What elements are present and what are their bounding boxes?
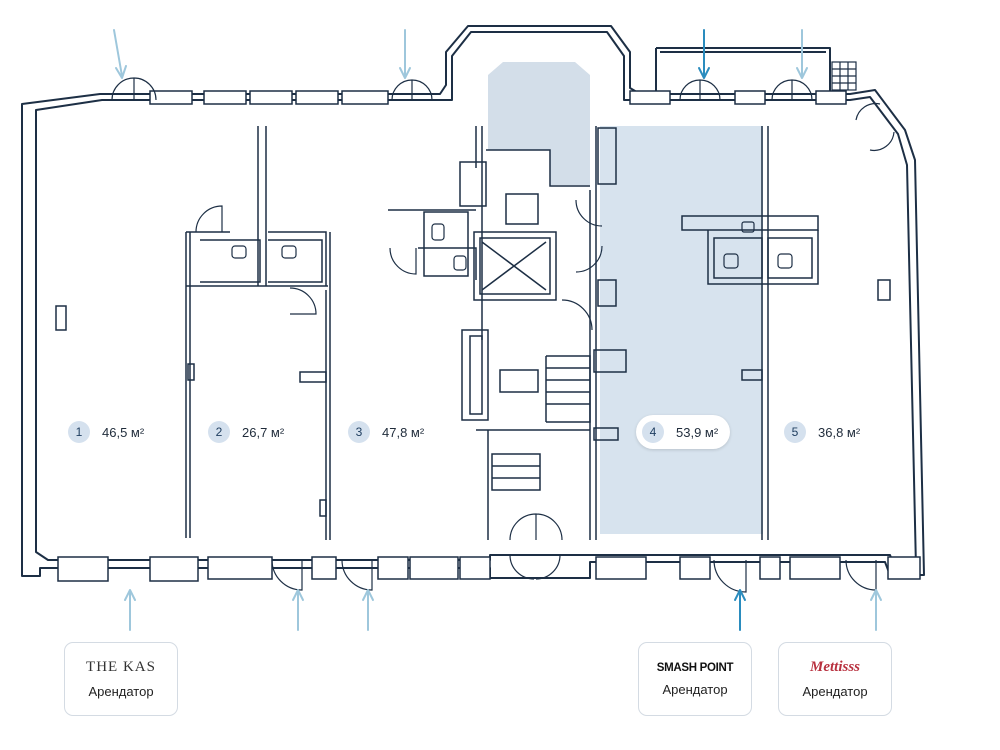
unit-area: 36,8 м² (818, 424, 861, 440)
unit-number-badge: 5 (784, 421, 806, 443)
unit-number-badge: 4 (642, 421, 664, 443)
stair-core-fill (488, 62, 590, 185)
shaded-areas (488, 62, 763, 534)
exterior-stair (831, 61, 857, 91)
unit-area: 47,8 м² (382, 424, 425, 440)
unit-1-label[interactable]: 1 46,5 м² (62, 415, 156, 449)
tenant-role: Арендатор (88, 684, 154, 699)
tenant-logo: Mettisss (809, 659, 860, 675)
tenant-card-the-kas[interactable]: THE KAS Арендатор (64, 642, 178, 716)
toilet-fixtures (231, 221, 793, 271)
unit-2-label[interactable]: 2 26,7 м² (202, 415, 296, 449)
unit-number-badge: 1 (68, 421, 90, 443)
tenant-card-mettisss[interactable]: Mettisss Арендатор (778, 642, 892, 716)
partitions (55, 126, 891, 540)
tenant-role: Арендатор (662, 681, 728, 697)
unit-4-selected-fill[interactable] (600, 126, 763, 534)
unit-area: 46,5 м² (102, 424, 145, 440)
unit-area: 26,7 м² (242, 424, 285, 440)
tenant-logo: THE KAS (86, 659, 156, 675)
unit-3-label[interactable]: 3 47,8 м² (342, 415, 436, 449)
windows (57, 90, 921, 582)
unit-number-badge: 2 (208, 421, 230, 443)
entrance-arrows (113, 29, 882, 631)
tenant-logo: SMASH POINT (656, 661, 734, 674)
unit-area: 53,9 м² (676, 424, 719, 440)
tenant-card-smash-point[interactable]: SMASH POINT Арендатор (638, 642, 752, 716)
unit-5-label[interactable]: 5 36,8 м² (778, 415, 872, 449)
unit-number-badge: 3 (348, 421, 370, 443)
doors (111, 77, 895, 593)
unit-4-label[interactable]: 4 53,9 м² (636, 415, 731, 449)
outer-walls (21, 25, 925, 579)
tenant-role: Арендатор (802, 684, 868, 699)
